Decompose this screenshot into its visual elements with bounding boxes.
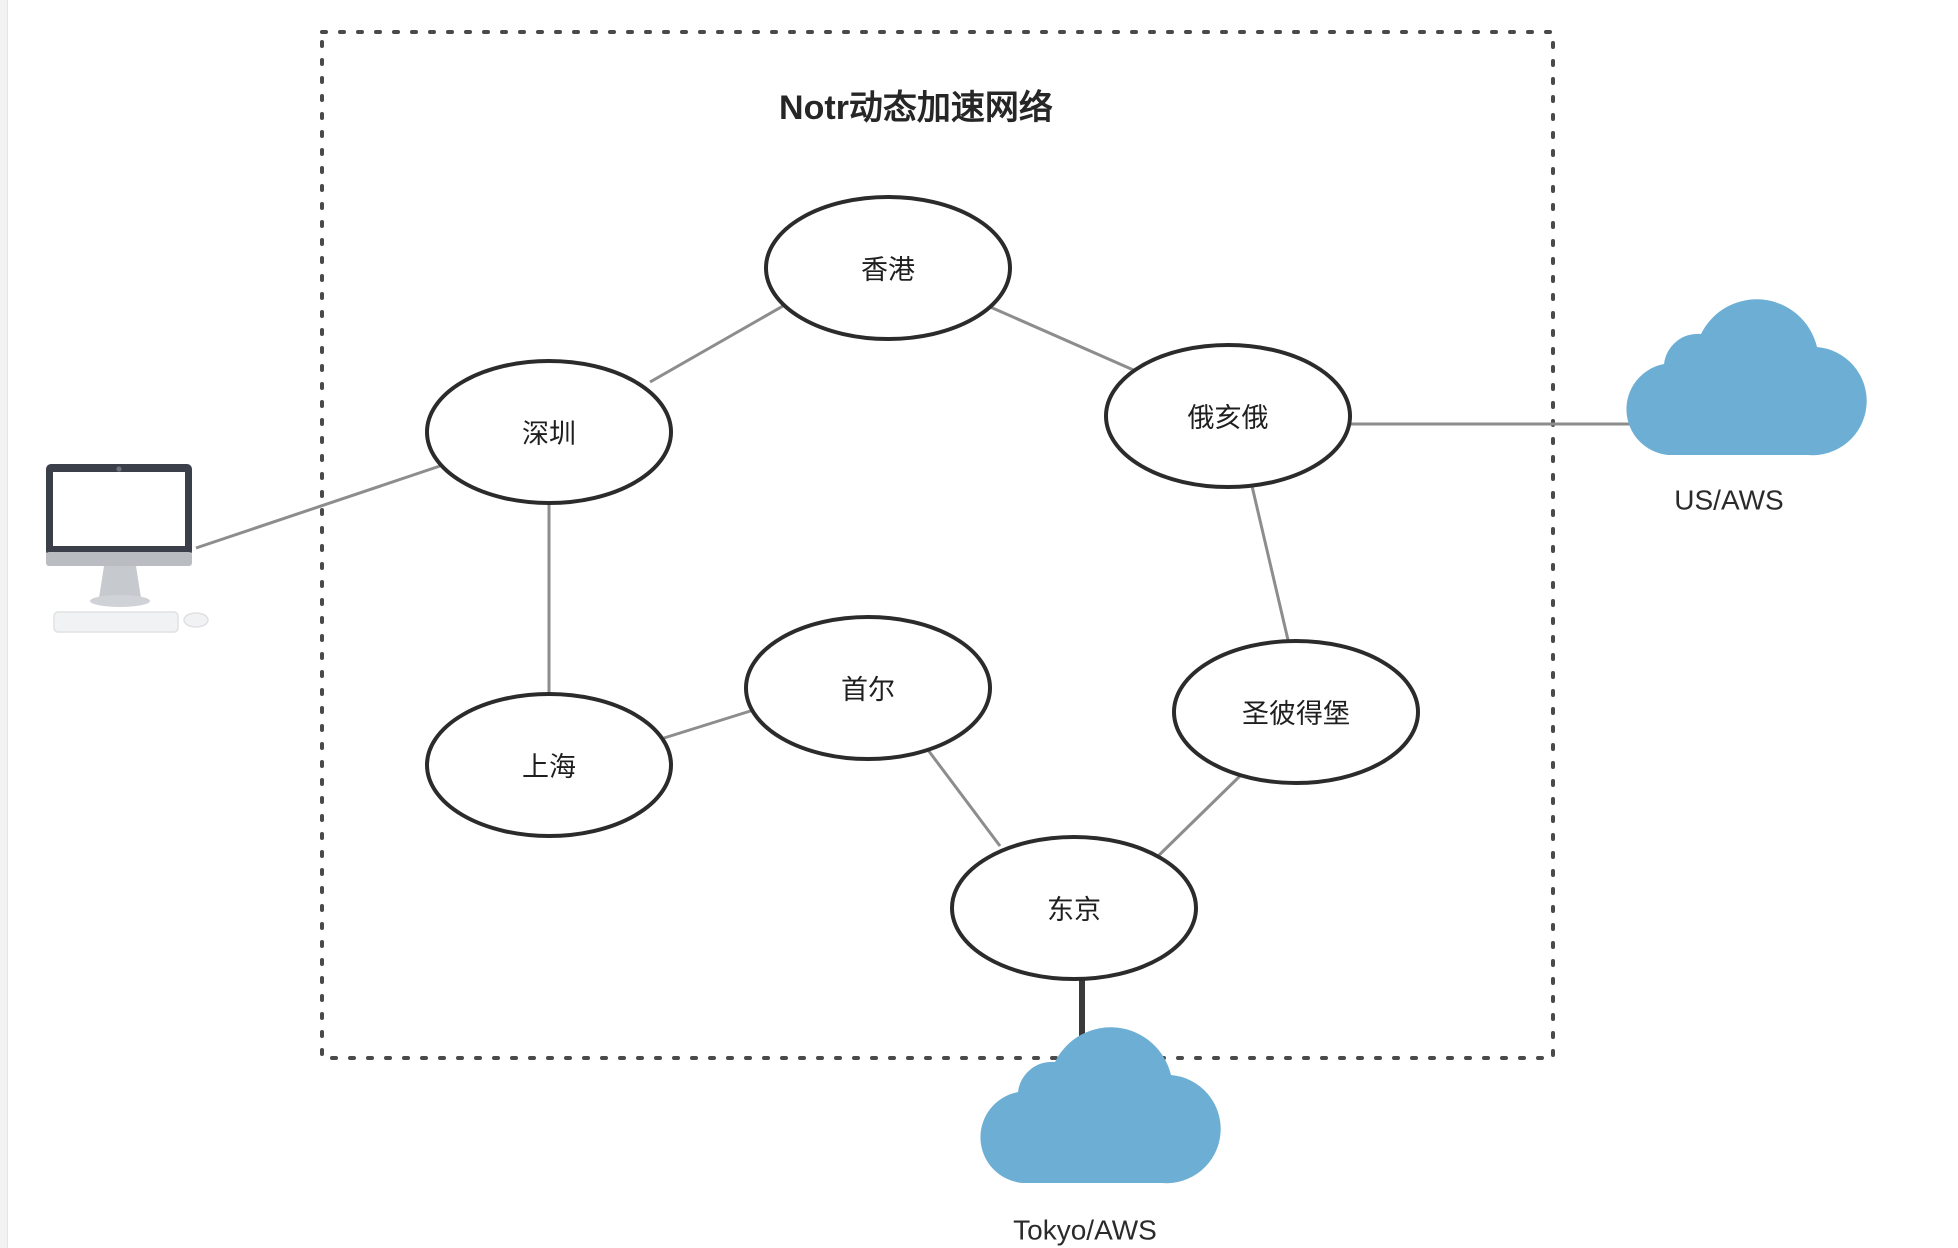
node-ohio-label: 俄亥俄 bbox=[1188, 403, 1269, 433]
node-saint-petersburg[interactable]: 圣彼得堡 bbox=[1172, 639, 1420, 785]
network-boundary-box bbox=[320, 30, 1555, 1060]
page-title: Notr动态加速网络 bbox=[779, 88, 1053, 127]
node-layer: 香港 深圳 俄亥俄 圣彼得堡 首尔 上海 bbox=[425, 195, 1420, 981]
cloud-icon bbox=[1626, 299, 1867, 456]
keyboard-icon bbox=[53, 611, 179, 633]
cloud-us-aws[interactable]: US/AWS bbox=[1626, 299, 1867, 516]
cloud-tokyo-aws[interactable]: Tokyo/AWS bbox=[980, 1027, 1221, 1246]
node-tokyo[interactable]: 东京 bbox=[950, 835, 1198, 981]
node-seoul-ellipse[interactable] bbox=[744, 615, 992, 761]
node-shanghai[interactable]: 上海 bbox=[425, 692, 673, 838]
external-link-layer bbox=[195, 422, 1655, 1125]
edge-seoul-tokyo bbox=[926, 749, 1002, 847]
monitor-neck bbox=[99, 566, 141, 598]
monitor-body-strip bbox=[46, 552, 192, 566]
page-left-gutter bbox=[0, 0, 8, 1248]
node-shenzhen-ellipse[interactable] bbox=[425, 359, 673, 505]
node-shanghai-ellipse[interactable] bbox=[425, 692, 673, 838]
node-hongkong-ellipse[interactable] bbox=[764, 195, 1012, 341]
edge-layer bbox=[547, 300, 1290, 864]
node-seoul[interactable]: 首尔 bbox=[744, 615, 992, 761]
node-saint-petersburg-label: 圣彼得堡 bbox=[1242, 699, 1350, 729]
cloud-us-aws-label: US/AWS bbox=[1674, 485, 1783, 516]
node-hongkong-label: 香港 bbox=[861, 255, 915, 285]
node-tokyo-ellipse[interactable] bbox=[950, 835, 1198, 981]
node-ohio[interactable]: 俄亥俄 bbox=[1104, 343, 1352, 489]
cloud-icon bbox=[980, 1027, 1221, 1184]
edge-ohio-stpete bbox=[1250, 485, 1290, 641]
node-tokyo-label: 东京 bbox=[1047, 895, 1101, 925]
edge-shanghai-seoul bbox=[663, 706, 761, 740]
node-shenzhen[interactable]: 深圳 bbox=[425, 359, 673, 505]
node-ohio-ellipse[interactable] bbox=[1104, 343, 1352, 489]
node-saint-petersburg-ellipse[interactable] bbox=[1172, 639, 1420, 785]
monitor-camera-dot bbox=[116, 466, 122, 472]
monitor-screen bbox=[53, 472, 185, 546]
node-hongkong[interactable]: 香港 bbox=[764, 195, 1012, 341]
edge-shenzhen-hongkong bbox=[649, 300, 791, 384]
node-seoul-label: 首尔 bbox=[841, 675, 895, 705]
node-shenzhen-label: 深圳 bbox=[522, 419, 576, 449]
node-shanghai-label: 上海 bbox=[522, 752, 576, 782]
mouse-icon bbox=[183, 612, 209, 628]
cloud-tokyo-aws-label: Tokyo/AWS bbox=[1013, 1215, 1157, 1246]
edge-stpete-tokyo bbox=[1150, 772, 1244, 864]
edge-hongkong-ohio bbox=[987, 304, 1139, 374]
desktop-computer-icon bbox=[46, 464, 209, 633]
link-client-shenzhen bbox=[195, 464, 441, 550]
monitor-base bbox=[90, 595, 150, 607]
